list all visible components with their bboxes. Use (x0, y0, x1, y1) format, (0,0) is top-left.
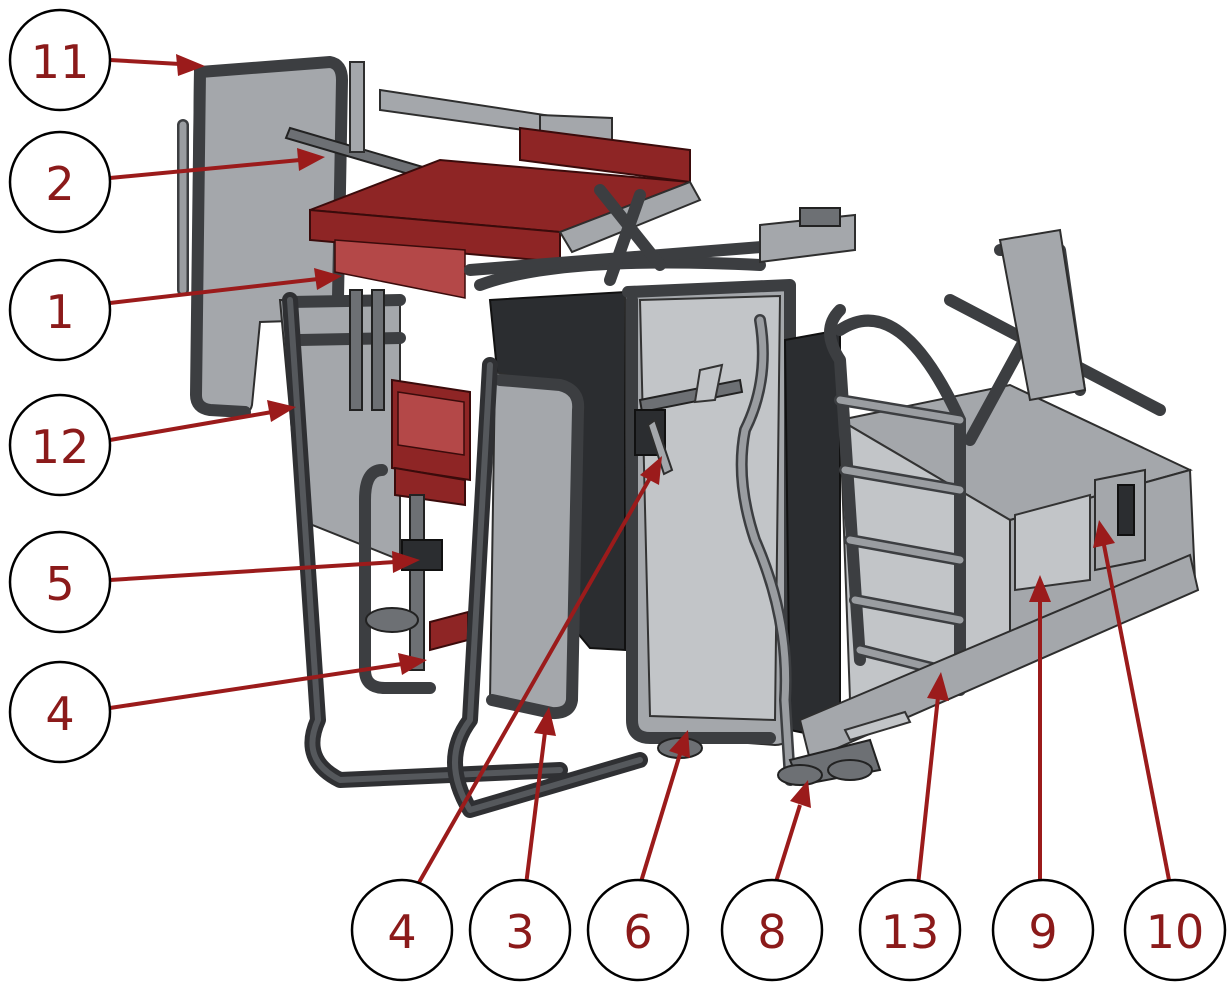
access-ladder (824, 304, 966, 696)
leader-1 (109, 268, 342, 305)
leader-11 (109, 54, 205, 76)
callout-12: 12 (8, 393, 112, 497)
callout-9: 9 (991, 878, 1095, 982)
callout-3-label: 3 (505, 905, 534, 959)
machine-illustration (177, 56, 1200, 818)
leader-6 (638, 730, 690, 886)
callout-4-left: 4 (8, 660, 112, 764)
control-box (391, 378, 471, 507)
callout-8-label: 8 (757, 905, 786, 959)
callout-1: 1 (8, 258, 112, 362)
callout-10: 10 (1123, 878, 1227, 982)
release-lever (634, 363, 744, 476)
callout-1-label: 1 (45, 285, 74, 339)
callout-2-label: 2 (45, 157, 74, 211)
callout-2: 2 (8, 130, 112, 234)
callout-9-label: 9 (1028, 905, 1057, 959)
callout-13-label: 13 (881, 905, 940, 959)
leader-4-left (109, 653, 427, 710)
belt-straps (282, 292, 648, 818)
leader-3 (524, 707, 556, 886)
leader-8 (773, 780, 811, 886)
callout-8: 8 (720, 878, 824, 982)
rear-gate-panel (177, 56, 348, 418)
side-gate (735, 314, 841, 786)
callout-6-label: 6 (623, 905, 652, 959)
callout-4-bottom-label: 4 (387, 905, 416, 959)
leader-4-bottom (411, 456, 662, 894)
callout-11-label: 11 (31, 35, 90, 89)
leader-12 (109, 400, 296, 442)
callout-3: 3 (468, 878, 572, 982)
callouts: 11 2 1 12 5 4 4 3 (8, 8, 1227, 982)
callout-6: 6 (586, 878, 690, 982)
leader-lines (109, 54, 1172, 894)
leader-2 (109, 148, 325, 180)
front-gate-center (486, 370, 585, 720)
leader-13 (916, 672, 949, 886)
leader-9 (1029, 575, 1051, 885)
callout-12-label: 12 (31, 420, 90, 474)
callout-11: 11 (8, 8, 112, 112)
leader-10 (1093, 520, 1172, 886)
callout-4-left-label: 4 (45, 687, 74, 741)
callout-5: 5 (8, 530, 112, 634)
top-frame (464, 184, 856, 291)
callout-10-label: 10 (1146, 905, 1205, 959)
leader-5 (109, 551, 420, 582)
callout-13: 13 (858, 878, 962, 982)
callout-5-label: 5 (45, 557, 74, 611)
callout-4-bottom: 4 (350, 878, 454, 982)
